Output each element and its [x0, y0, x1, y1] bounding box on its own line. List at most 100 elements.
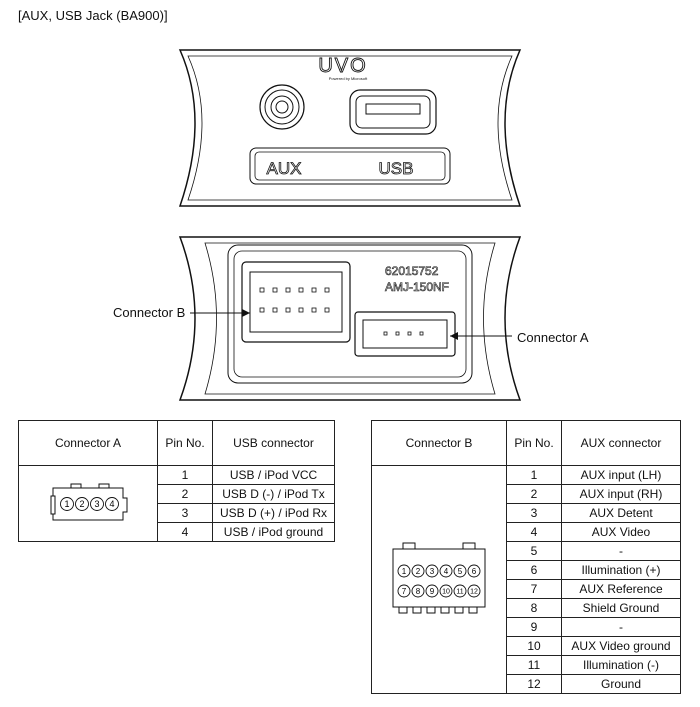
table-a-desc: USB D (+) / iPod Rx	[212, 503, 335, 523]
table-b-desc: AUX Reference	[561, 579, 681, 599]
connector-b-pin	[298, 307, 304, 313]
table-b-desc: Illumination (+)	[561, 560, 681, 580]
pin-circle: 4	[439, 564, 453, 577]
table-b-pin: 3	[506, 503, 562, 523]
pin-circle: 3	[425, 564, 439, 577]
table-a-desc: USB / iPod VCC	[212, 465, 335, 485]
table-b-pin: 7	[506, 579, 562, 599]
table-a-header-pin: Pin No.	[157, 420, 213, 466]
connector-b-pin	[272, 287, 278, 293]
rear-panel: 62015752 AMJ-150NF	[178, 236, 522, 401]
table-b-desc: -	[561, 541, 681, 561]
pin-number-label: 4	[109, 499, 114, 509]
pin-number-label: 8	[416, 586, 421, 595]
table-b-header-function: AUX connector	[561, 420, 681, 466]
pin-circle: 4	[105, 496, 119, 511]
table-b-header-pin: Pin No.	[506, 420, 562, 466]
usb-port-icon	[349, 89, 437, 135]
table-row: 5-	[372, 541, 681, 561]
pin-number-label: 6	[472, 566, 477, 575]
table-b-pin: 2	[506, 484, 562, 504]
pin-circle: 12	[467, 584, 481, 597]
connector-b-pin	[324, 307, 330, 313]
table-b-desc: AUX input (RH)	[561, 484, 681, 504]
front-panel: UVO Powered by Microsoft AUX USB	[178, 49, 522, 207]
connector-a-pin	[419, 331, 424, 336]
table-a-header-function: USB connector	[212, 420, 335, 466]
pin-number-label: 9	[430, 586, 435, 595]
connector-a-callout: Connector A	[517, 330, 589, 345]
pin-number-label: 2	[79, 499, 84, 509]
table-a-desc: USB D (-) / iPod Tx	[212, 484, 335, 504]
table-b-pin: 1	[506, 465, 562, 485]
pin-number-label: 2	[416, 566, 421, 575]
pin-number-label: 1	[64, 499, 69, 509]
table-a-desc: USB / iPod ground	[212, 522, 335, 542]
pin-number-label: 3	[94, 499, 99, 509]
table-b-header-connector: Connector B	[371, 420, 507, 466]
page-title: [AUX, USB Jack (BA900)]	[18, 8, 168, 23]
aux-jack-icon	[259, 84, 305, 130]
pin-number-label: 5	[458, 566, 463, 575]
table-b-pin: 5	[506, 541, 562, 561]
pin-circle: 2	[75, 496, 89, 511]
pin-number-label: 12	[470, 588, 478, 595]
usb-label: USB	[379, 159, 414, 178]
aux-label: AUX	[267, 159, 302, 178]
pin-number-label: 4	[444, 566, 449, 575]
table-a-pin: 3	[157, 503, 213, 523]
connector-b-housing	[241, 261, 351, 343]
table-b-desc: AUX input (LH)	[561, 465, 681, 485]
table-b-pin: 8	[506, 598, 562, 618]
pin-number-label: 11	[456, 588, 463, 595]
jack-drawings: UVO Powered by Microsoft AUX USB 6201575…	[178, 49, 522, 401]
table-b-pin: 11	[506, 655, 562, 675]
pin-number-label: 10	[442, 588, 450, 595]
connector-b-pin	[259, 307, 265, 313]
connector-b-callout: Connector B	[113, 305, 186, 320]
table-b-pin: 12	[506, 674, 562, 694]
table-b-pin: 9	[506, 617, 562, 637]
table-b-desc: AUX Detent	[561, 503, 681, 523]
pin-circle: 8	[411, 584, 425, 597]
pin-circle: 2	[411, 564, 425, 577]
brand-sub: Powered by Microsoft	[329, 76, 368, 81]
connector-b-pin	[311, 307, 317, 313]
pin-circle: 10	[439, 584, 453, 597]
table-a-header-connector: Connector A	[18, 420, 158, 466]
brand-logo: UVO	[318, 55, 367, 77]
connector-b-pin	[259, 287, 265, 293]
pin-circle: 1	[397, 564, 411, 577]
pin-number-label: 7	[402, 586, 407, 595]
table-b-desc: -	[561, 617, 681, 637]
connector-b-pin	[298, 287, 304, 293]
connector-b-pin	[324, 287, 330, 293]
pin-circle: 6	[467, 564, 481, 577]
table-row: 2 USB D (-) / iPod Tx	[19, 484, 335, 504]
table-b-pin: 4	[506, 522, 562, 542]
connector-a-pin	[407, 331, 412, 336]
connector-a-pin	[395, 331, 400, 336]
table-a-pin: 4	[157, 522, 213, 542]
pin-circle: 1	[60, 496, 74, 511]
pin-number-label: 3	[430, 566, 435, 575]
pin-circle: 5	[453, 564, 467, 577]
table-b-pin: 6	[506, 560, 562, 580]
table-b-desc: Illumination (-)	[561, 655, 681, 675]
connector-b-pin	[285, 307, 291, 313]
pin-circle: 3	[90, 496, 104, 511]
pin-number-label: 1	[402, 566, 407, 575]
table-b-desc: Ground	[561, 674, 681, 694]
connector-b-pin	[272, 307, 278, 313]
